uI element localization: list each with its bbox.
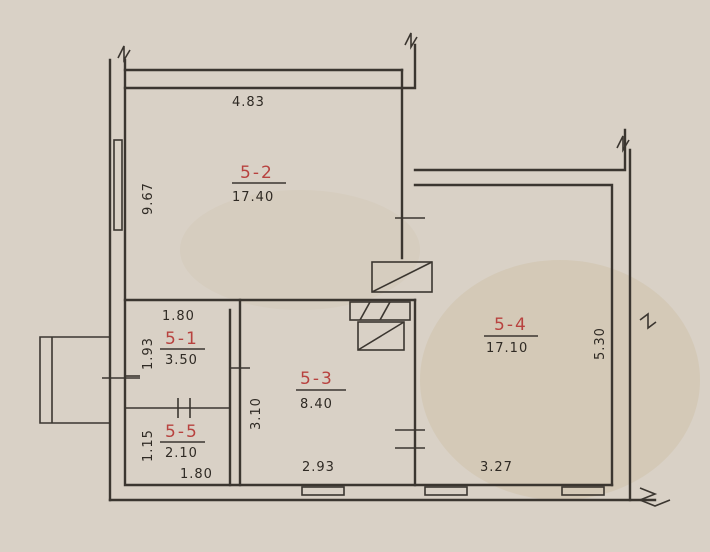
room-5-1-area: 3.50 — [165, 353, 198, 368]
dim-left-height: 9.67 — [141, 182, 156, 215]
room-5-1-id: 5-1 — [165, 329, 199, 349]
dim-bottom-left: 1.80 — [180, 467, 213, 482]
room-5-5-area: 2.10 — [165, 446, 198, 461]
left-entrance-stub — [39, 336, 110, 424]
stove-symbol — [349, 261, 433, 351]
dim-bottom-right: 3.27 — [480, 460, 513, 475]
interior-walls — [123, 298, 417, 487]
room-5-4-area: 17.10 — [486, 341, 528, 356]
left-window — [113, 139, 123, 231]
room-5-5-id: 5-5 — [165, 422, 199, 442]
room-5-4-id: 5-4 — [494, 315, 528, 335]
room-5-2-area: 17.40 — [232, 190, 274, 205]
dim-r55-height: 1.15 — [141, 429, 156, 462]
dim-top-width: 4.83 — [232, 95, 265, 110]
paper-stain — [180, 190, 420, 310]
paper-stain — [420, 260, 700, 500]
door-marks — [102, 217, 425, 449]
bottom-windows — [301, 486, 605, 496]
outer-walls — [108, 43, 657, 502]
room-5-3-id: 5-3 — [300, 369, 334, 389]
dim-r51-width: 1.80 — [162, 309, 195, 324]
dim-r53-height: 3.10 — [249, 397, 264, 430]
wall-break-marks — [117, 32, 671, 507]
dim-bottom-mid: 2.93 — [302, 460, 335, 475]
room-5-2-id: 5-2 — [240, 163, 274, 183]
dim-r51-height: 1.93 — [141, 337, 156, 370]
dim-right-height: 5.30 — [593, 327, 608, 360]
room-5-3-area: 8.40 — [300, 397, 333, 412]
